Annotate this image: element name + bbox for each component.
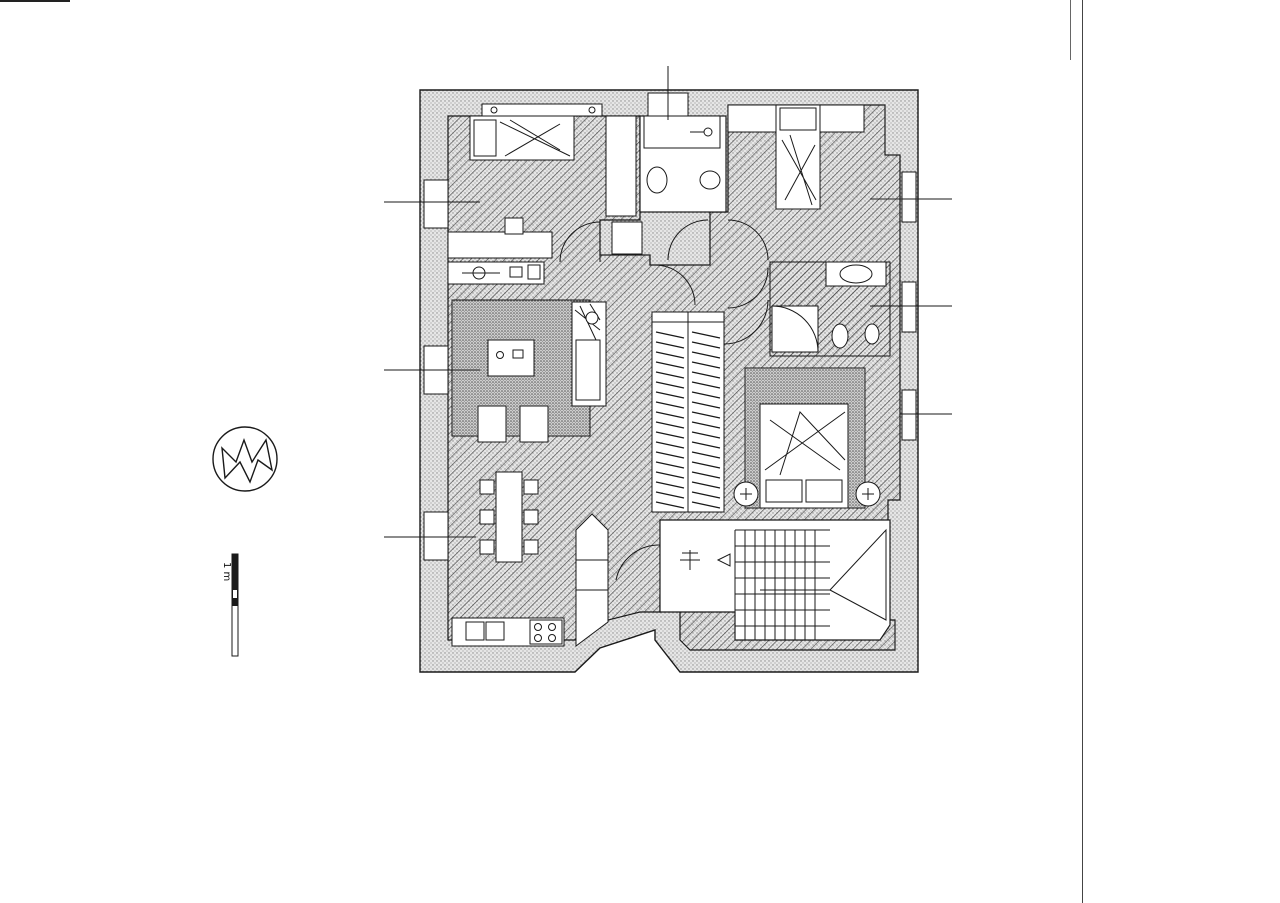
hanger [691, 451, 721, 459]
hanger [691, 501, 721, 509]
hanger [691, 481, 721, 489]
hanger [655, 391, 685, 399]
sink-icon [839, 264, 873, 284]
hanger [691, 491, 721, 499]
hanger [655, 401, 685, 409]
hanger [655, 461, 685, 469]
toilet-icon [831, 323, 849, 349]
hanger [655, 441, 685, 449]
hanger [691, 331, 721, 339]
bedroom-northeast [727, 104, 917, 223]
hanger [655, 411, 685, 419]
annotation-leader-lines [384, 66, 952, 538]
scale-bar-label: 1 m [221, 562, 232, 582]
hanger [655, 341, 685, 349]
page-fold-line [1082, 0, 1083, 903]
hanger [655, 501, 685, 509]
hanger [691, 441, 721, 449]
hanger [691, 411, 721, 419]
hanger [655, 431, 685, 439]
hanger [655, 381, 685, 389]
window [423, 511, 449, 561]
stove-icon [529, 619, 563, 645]
toilet-icon [699, 170, 721, 190]
desk-chair-icon [504, 217, 524, 235]
page-corner-mark [0, 0, 70, 2]
sink-icon [646, 166, 668, 194]
hanger [655, 371, 685, 379]
built-in-wardrobe-north [605, 115, 643, 255]
window [901, 171, 917, 223]
page-fold-line-top [1070, 0, 1071, 60]
hanger [655, 351, 685, 359]
hanger [691, 461, 721, 469]
hanger [655, 421, 685, 429]
entrance-arrow-icon [680, 550, 700, 570]
hanger [691, 391, 721, 399]
hanger [691, 351, 721, 359]
armchair-icon [519, 405, 549, 443]
hanger [691, 401, 721, 409]
coffee-table-icon [487, 339, 535, 377]
hanger [655, 471, 685, 479]
staircase [659, 519, 891, 641]
north-arrow-icon [212, 426, 278, 492]
walk-in-closet [651, 311, 725, 513]
bathroom-east [769, 261, 917, 357]
bedroom-northwest [423, 103, 603, 285]
hanger [655, 451, 685, 459]
hanger [655, 491, 685, 499]
living-room [423, 299, 607, 443]
armchair-icon [477, 405, 507, 443]
window [901, 281, 917, 333]
hanger [691, 421, 721, 429]
hanger [655, 361, 685, 369]
bathroom-north [639, 92, 727, 213]
sink-icon [465, 621, 485, 641]
hanger [691, 381, 721, 389]
shower-tray-icon [771, 305, 819, 353]
desk-icon [447, 231, 553, 259]
window [423, 179, 449, 229]
master-bedroom [733, 367, 917, 509]
hanger [655, 331, 685, 339]
hanger [691, 371, 721, 379]
scale-bar [231, 553, 239, 657]
dining-table-icon [495, 471, 523, 563]
hanger [655, 481, 685, 489]
window [901, 389, 917, 441]
dining-area [423, 471, 539, 563]
hanger [691, 431, 721, 439]
hanger [691, 361, 721, 369]
kitchen [451, 513, 609, 647]
hanger [691, 471, 721, 479]
bidet-icon [864, 323, 880, 345]
tall-cabinet [575, 513, 609, 647]
hanger [691, 341, 721, 349]
door-swings [559, 219, 769, 581]
